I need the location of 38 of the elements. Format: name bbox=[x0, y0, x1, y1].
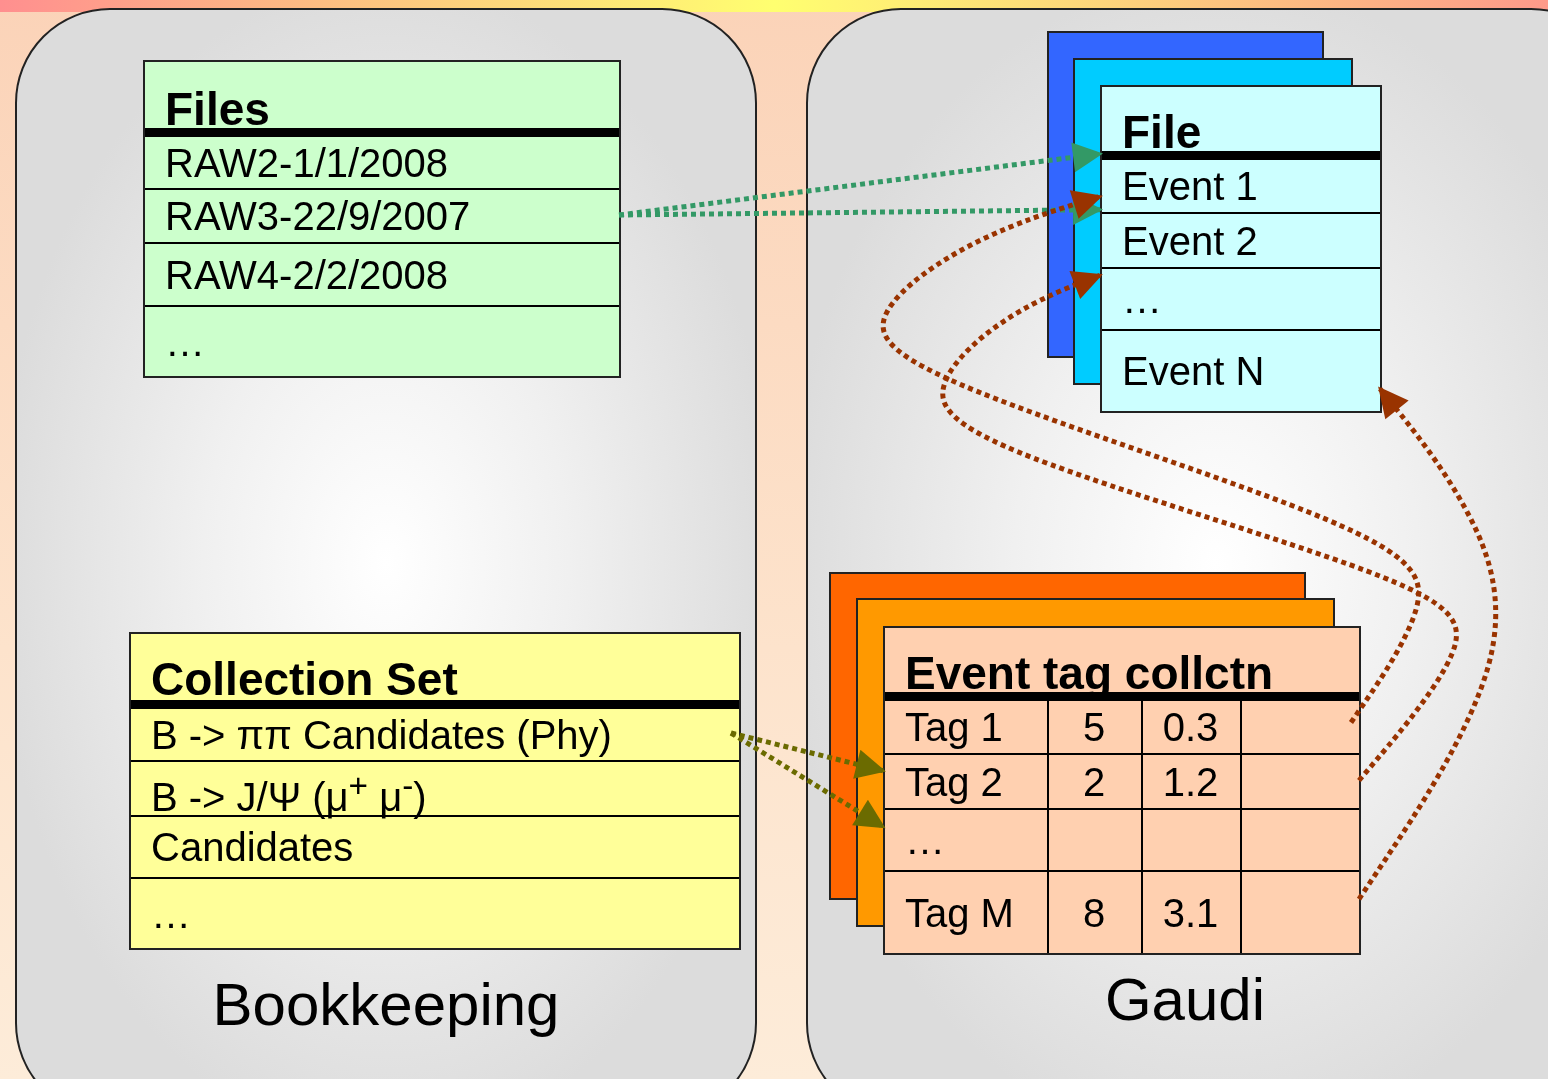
cell-text: … bbox=[165, 321, 205, 362]
cell-text: 2 bbox=[1081, 761, 1107, 802]
panel-label: Gaudi bbox=[1103, 965, 1267, 1034]
cell-text: Event 1 bbox=[1122, 166, 1258, 206]
cell-text: Candidates bbox=[151, 827, 354, 867]
cell-text: … bbox=[905, 820, 945, 860]
cell-text: 5 bbox=[1081, 707, 1107, 747]
panel-label: Bookkeeping bbox=[211, 970, 561, 1039]
cell-text: Tag M bbox=[905, 892, 1014, 933]
cell-text: Tag 1 bbox=[905, 707, 1003, 747]
table-title: Collection Set bbox=[151, 656, 458, 702]
cell-text: Tag 2 bbox=[905, 761, 1003, 802]
cell-text: 8 bbox=[1081, 892, 1107, 933]
arrow bbox=[730, 730, 886, 779]
cell-text: 1.2 bbox=[1161, 761, 1220, 802]
cell-text: … bbox=[151, 893, 191, 934]
cell-text: 0.3 bbox=[1161, 707, 1220, 747]
cell-text: Event N bbox=[1122, 351, 1265, 391]
arrow bbox=[729, 730, 886, 829]
arrow bbox=[1356, 386, 1499, 901]
table bbox=[883, 626, 1361, 955]
cell-text: RAW2-1/1/2008 bbox=[165, 142, 449, 183]
panel bbox=[806, 8, 1548, 1079]
table-title: Files bbox=[165, 86, 270, 132]
table bbox=[143, 60, 621, 378]
cell-text: B -> ππ Candidates (Phy) bbox=[151, 714, 612, 755]
table bbox=[129, 632, 741, 950]
table bbox=[1100, 85, 1382, 413]
table-title: File bbox=[1122, 109, 1202, 155]
table-row bbox=[131, 700, 739, 760]
arrow bbox=[940, 270, 1459, 783]
cell-text: RAW3-22/9/2007 bbox=[165, 196, 471, 236]
cell-text: 3.1 bbox=[1161, 892, 1220, 933]
cell-text: … bbox=[1122, 279, 1162, 319]
panel bbox=[15, 8, 757, 1079]
cell-text: Event 2 bbox=[1122, 220, 1258, 261]
arrow bbox=[880, 190, 1421, 724]
cell-text: RAW4-2/2/2008 bbox=[165, 254, 449, 295]
